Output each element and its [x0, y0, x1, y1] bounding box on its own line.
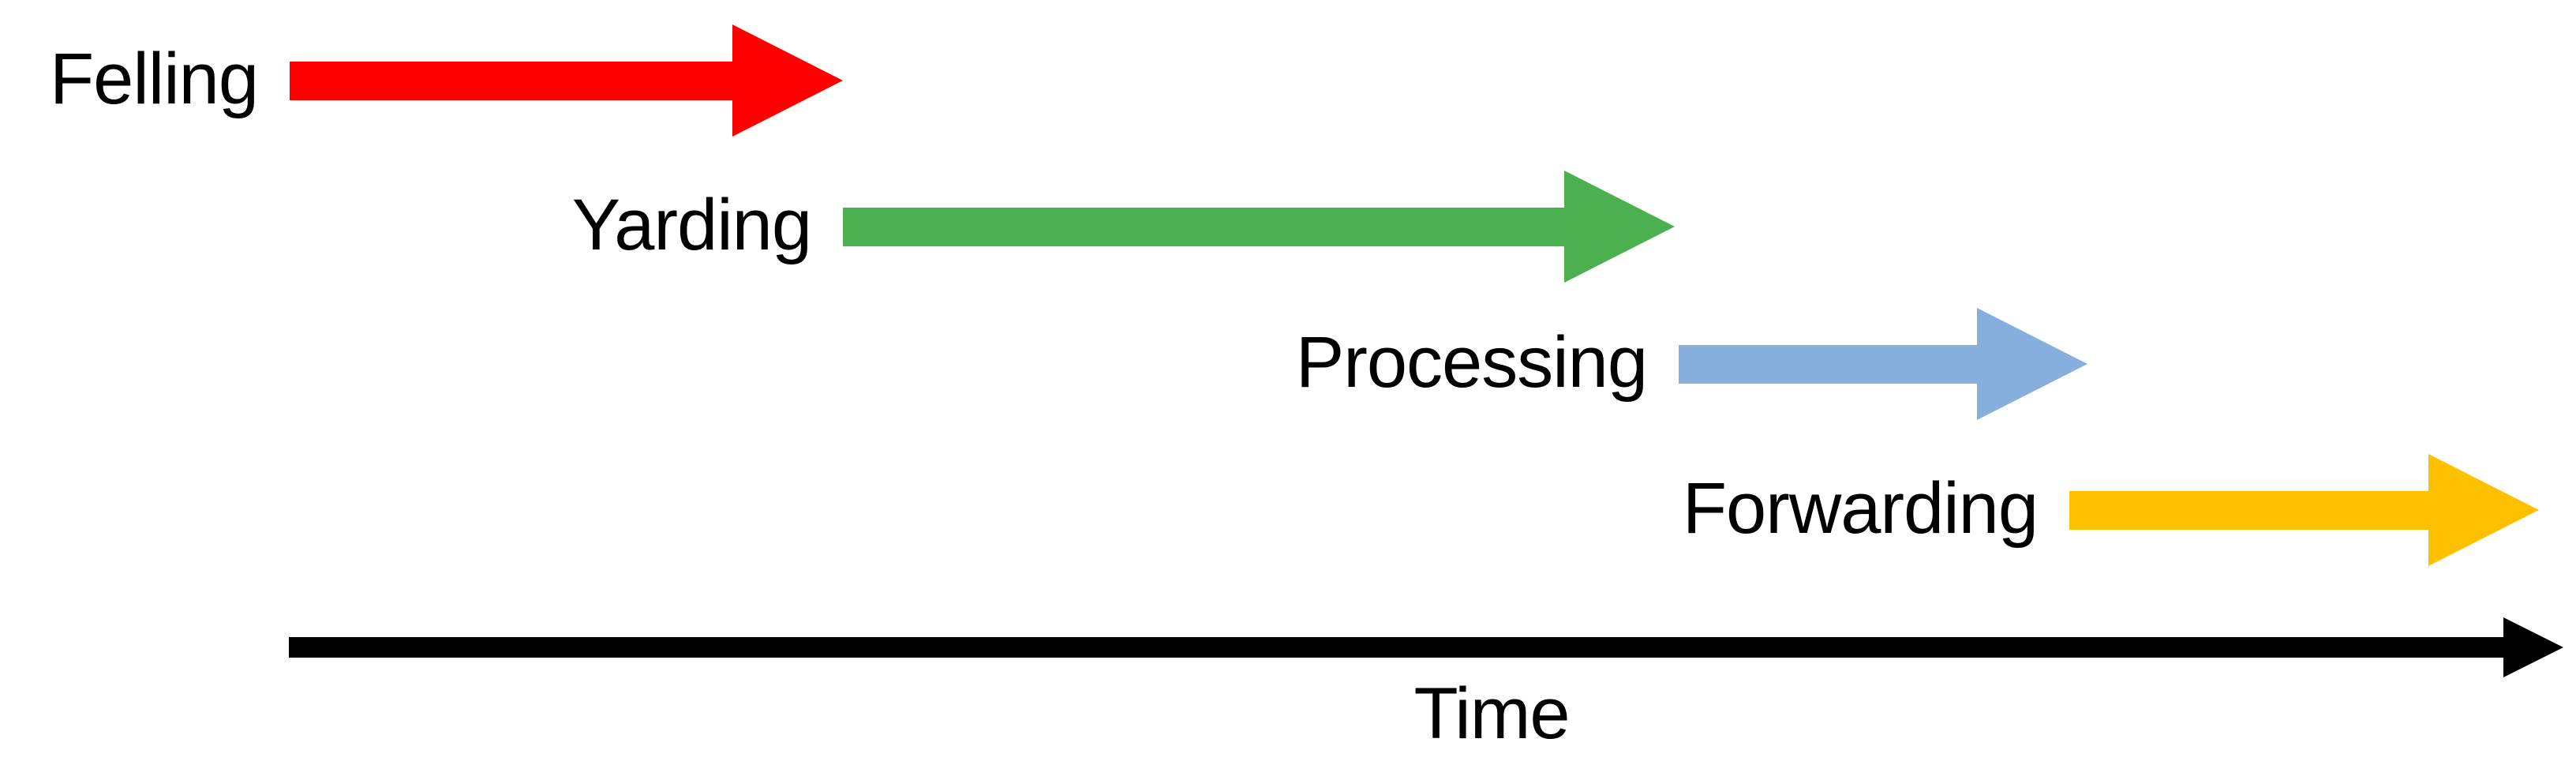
time-axis-arrow-shaft — [289, 637, 2503, 658]
time-axis-label: Time — [1413, 673, 1570, 754]
time-axis-arrowhead-icon — [2503, 617, 2563, 677]
yarding-arrow-shaft — [843, 207, 1564, 246]
forwarding-arrow — [2069, 454, 2539, 566]
forwarding-arrowhead-icon — [2428, 454, 2539, 566]
yarding-arrow — [843, 171, 1675, 283]
processing-arrowhead-icon — [1977, 308, 2087, 420]
step-label-felling: Felling — [49, 39, 259, 120]
felling-arrow — [290, 24, 843, 137]
time-axis-arrow — [289, 617, 2563, 677]
step-label-yarding: Yarding — [571, 185, 812, 266]
step-label-forwarding: Forwarding — [1682, 468, 2039, 549]
forwarding-arrow-shaft — [2069, 490, 2428, 530]
felling-arrowhead-icon — [732, 24, 843, 137]
felling-arrow-shaft — [290, 61, 732, 100]
yarding-arrowhead-icon — [1564, 171, 1675, 283]
step-label-processing: Processing — [1295, 322, 1648, 403]
processing-arrow-shaft — [1679, 344, 1977, 384]
processing-arrow — [1679, 308, 2087, 420]
